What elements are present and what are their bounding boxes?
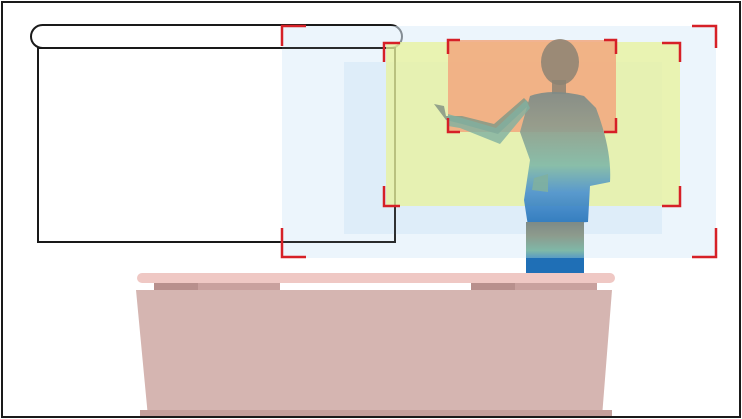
- presenter-head: [541, 39, 579, 85]
- presenter-legs-base: [526, 258, 584, 274]
- desk-top: [137, 273, 615, 283]
- desk-drawer-right-dark: [471, 283, 515, 290]
- presenter-neck: [552, 80, 566, 94]
- desk-base: [140, 410, 612, 417]
- desk-body: [136, 290, 612, 417]
- desk-icon: [136, 273, 615, 417]
- desk-drawer-left-dark: [154, 283, 198, 290]
